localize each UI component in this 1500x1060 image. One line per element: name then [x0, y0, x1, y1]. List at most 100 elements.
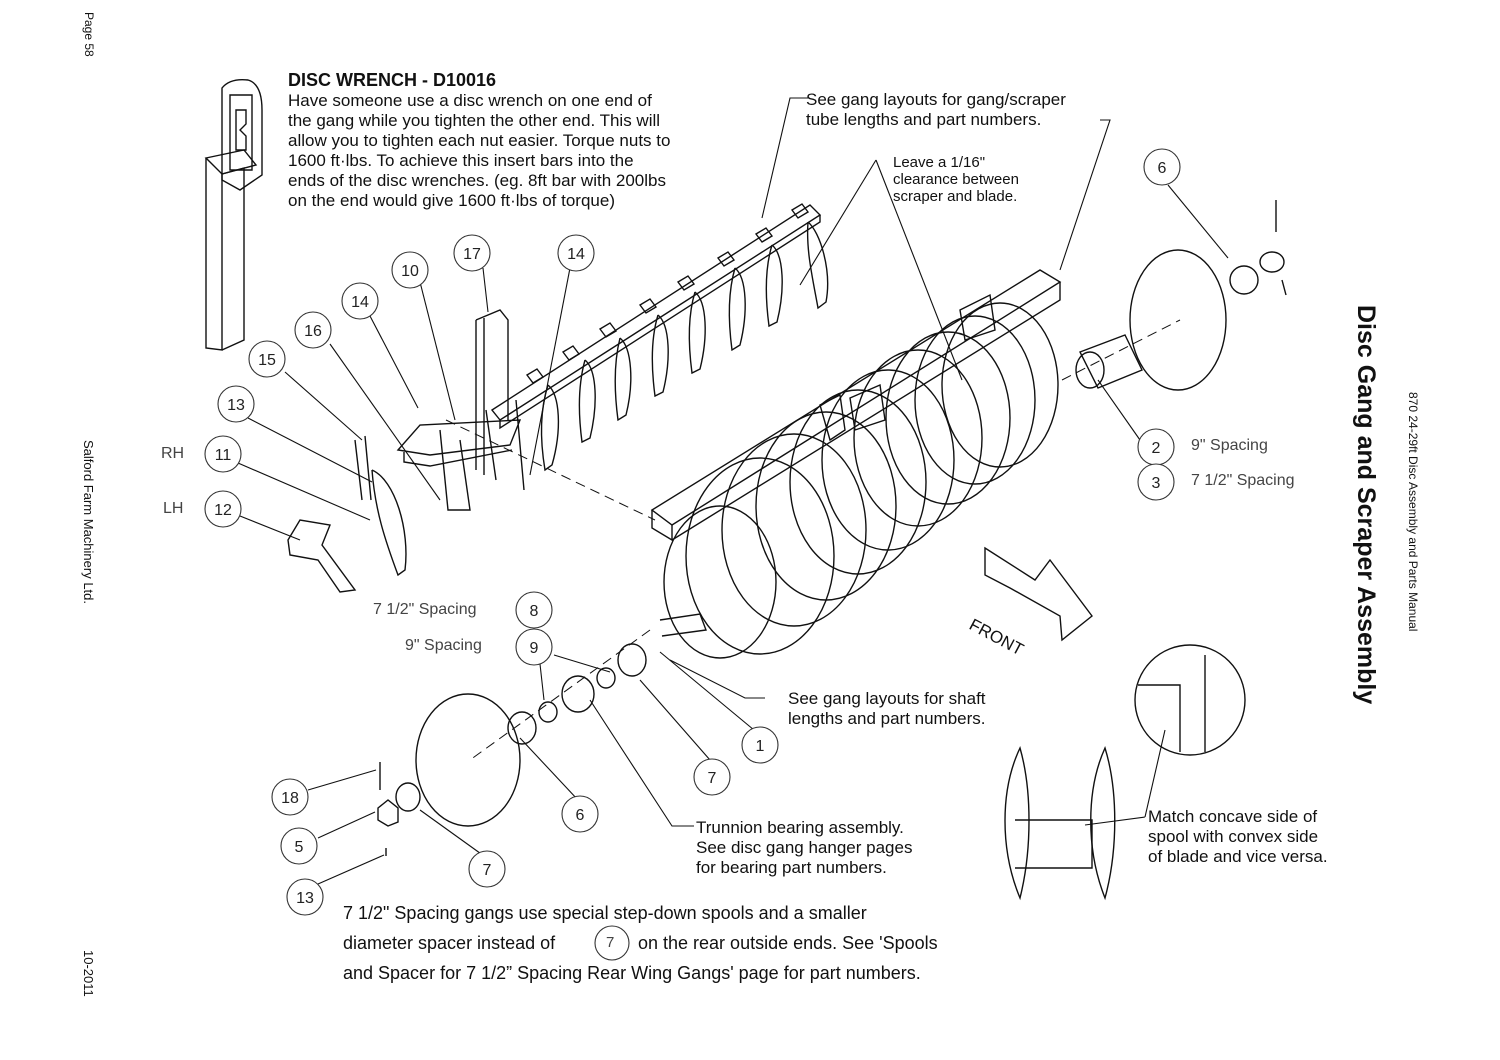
callout-number: 7	[483, 862, 492, 879]
concave-note: Match concave side of spool with convex …	[1148, 807, 1328, 867]
callout-number: 8	[530, 603, 539, 620]
note-line: for bearing part numbers.	[696, 858, 887, 877]
spacing-label: 9" Spacing	[1191, 437, 1268, 454]
callout-7: 7	[468, 850, 506, 888]
callout-number: 9	[530, 640, 539, 657]
callout-14: 14	[557, 234, 595, 272]
callout-5: 5	[280, 827, 318, 865]
scraper-bracket	[475, 309, 509, 475]
callout-number: 13	[227, 397, 245, 414]
bottom-note-line2a: diameter spacer instead of	[343, 933, 556, 953]
callout-number: 18	[281, 790, 299, 807]
callout-number: 15	[258, 352, 276, 369]
callout-number: 2	[1152, 440, 1161, 457]
note-line: Match concave side of	[1148, 807, 1318, 826]
bottom-note-line2b: on the rear outside ends. See 'Spools	[638, 933, 938, 953]
note-line: lengths and part numbers.	[788, 709, 986, 728]
ref-circle-7	[594, 925, 630, 961]
callout-number: 3	[1152, 475, 1161, 492]
callout-circle	[217, 385, 255, 423]
lh-label: LH	[163, 500, 184, 517]
note-line: See gang layouts for shaft	[788, 689, 986, 708]
callout-10: 10	[391, 251, 429, 289]
callout-17: 17	[453, 234, 491, 272]
gang-tube	[650, 269, 1062, 542]
callout-circle	[286, 878, 324, 916]
callout-circle	[204, 490, 242, 528]
callout-number: 6	[576, 807, 585, 824]
note-line: See gang layouts for gang/scraper	[806, 90, 1066, 109]
bottom-note-line1: 7 1/2" Spacing gangs use special step-do…	[343, 903, 867, 923]
callout-2: 2	[1137, 428, 1175, 466]
note-line: Have someone use a disc wrench on one en…	[288, 91, 652, 110]
callout-8: 8	[515, 591, 553, 629]
callout-9: 9	[515, 628, 553, 666]
leader-lines	[237, 97, 1229, 885]
callout-circle	[453, 234, 491, 272]
callout-number: 7	[708, 770, 717, 787]
bottom-note-line3: and Spacer for 7 1/2” Spacing Rear Wing …	[343, 963, 921, 983]
note-line: 1600 ft·lbs. To achieve this insert bars…	[288, 151, 634, 170]
callout-circle	[1143, 148, 1181, 186]
gang-layouts-note: See gang layouts for gang/scraper tube l…	[806, 90, 1066, 130]
callout-number: 10	[401, 263, 419, 280]
callout-circle	[204, 435, 242, 473]
callout-circle	[248, 340, 286, 378]
callout-circle	[515, 628, 553, 666]
callout-number: 17	[463, 246, 481, 263]
spacing-label: 7 1/2" Spacing	[1191, 472, 1295, 489]
callout-circle	[741, 726, 779, 764]
note-line: See disc gang hanger pages	[696, 838, 913, 857]
callout-number: 5	[295, 839, 304, 856]
lh-scraper	[287, 519, 357, 593]
callout-circle	[468, 850, 506, 888]
note-line: on the end would give 1600 ft·lbs of tor…	[288, 191, 615, 210]
callout-3: 3	[1137, 463, 1175, 501]
end-disc-left	[415, 693, 521, 827]
note-line: tube lengths and part numbers.	[806, 110, 1042, 129]
disc-wrench-note: DISC WRENCH - D10016 Have someone use a …	[288, 70, 670, 211]
callout-number: 1	[756, 738, 765, 755]
callout-number: 12	[214, 502, 232, 519]
clearance-note: Leave a 1/16" clearance between scraper …	[893, 154, 1019, 205]
callout-16: 16	[294, 311, 332, 349]
gang-shaft	[659, 613, 707, 637]
front-arrow	[984, 546, 1093, 642]
callout-circle	[280, 827, 318, 865]
scraper-arm	[439, 429, 471, 511]
disc-wrench-title: DISC WRENCH - D10016	[288, 70, 497, 90]
callout-circle	[391, 251, 429, 289]
callout-6: 6	[1143, 148, 1181, 186]
note-line: Trunnion bearing assembly.	[696, 818, 904, 837]
disc-wrench-drawing	[204, 78, 263, 351]
callout-circle	[294, 311, 332, 349]
note-line: clearance between	[893, 171, 1019, 188]
spool	[1079, 334, 1143, 389]
callout-18: 18	[271, 778, 309, 816]
note-line: spool with convex side	[1148, 827, 1319, 846]
end-disc-right	[1129, 249, 1227, 391]
trunnion-note: Trunnion bearing assembly. See disc gang…	[696, 818, 912, 878]
callout-circle	[561, 795, 599, 833]
note-line: ends of the disc wrenches. (eg. 8ft bar …	[288, 171, 666, 190]
note-line: of blade and vice versa.	[1148, 847, 1328, 866]
callout-circle	[341, 282, 379, 320]
callout-circle	[557, 234, 595, 272]
callout-number: 13	[296, 890, 314, 907]
scraper-bar	[396, 203, 829, 472]
rh-scraper	[371, 469, 407, 577]
callout-14: 14	[341, 282, 379, 320]
callout-circle	[515, 591, 553, 629]
callout-circle	[1137, 463, 1175, 501]
spacing-label: 7 1/2" Spacing	[373, 601, 477, 618]
callout-13: 13	[286, 878, 324, 916]
callout-13: 13	[217, 385, 255, 423]
callout-1: 1	[741, 726, 779, 764]
callout-12: 12	[204, 490, 242, 528]
note-line: Leave a 1/16"	[893, 154, 986, 171]
disc-blades	[663, 302, 1059, 659]
note-line: the gang while you tighten the other end…	[288, 111, 661, 130]
spacing-label: 9" Spacing	[405, 637, 482, 654]
callout-6: 6	[561, 795, 599, 833]
